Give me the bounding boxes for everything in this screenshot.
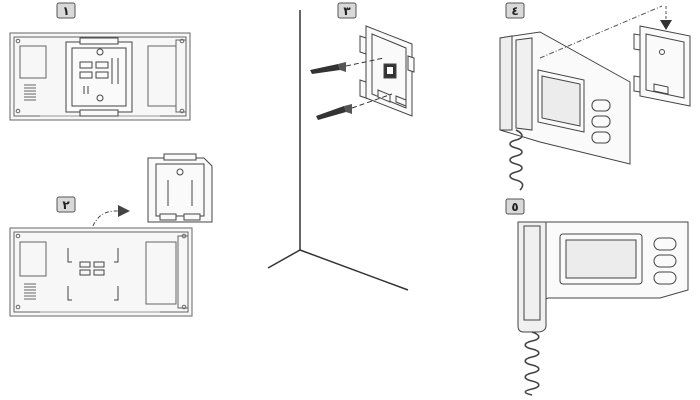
step-2-arrowhead (118, 205, 130, 217)
step-2-panel: ٢ (9, 153, 213, 317)
step-1-mounting-bracket (65, 37, 133, 117)
step-3-number: ٣ (343, 4, 351, 18)
step-4-button-3 (591, 131, 611, 144)
step-5-monitor (517, 221, 689, 333)
step-5-button-1 (653, 237, 677, 251)
step-5-badge: ٥ (505, 198, 525, 215)
step-3-wall-bracket (359, 25, 415, 117)
step-4-number: ٤ (511, 4, 518, 18)
step-2-detached-bracket (147, 153, 213, 223)
step-4-monitor (499, 31, 631, 165)
step-2-number: ٢ (62, 198, 70, 212)
step-4-handset-cord (509, 129, 524, 191)
step-1-speaker-grille (24, 84, 36, 101)
step-3-badge: ٣ (337, 2, 357, 19)
step-5-screen (565, 239, 637, 279)
step-5-handset-cord (524, 331, 540, 396)
step-4-alignment-line (539, 5, 663, 59)
step-2-speaker-grille (24, 283, 36, 300)
step-5-button-2 (653, 254, 677, 268)
step-5-panel: ٥ (505, 198, 689, 396)
step-4-button-2 (591, 115, 611, 128)
step-5-button-3 (653, 271, 677, 285)
step-1-panel: ١ (9, 2, 191, 121)
step-4-panel: ٤ (499, 2, 691, 191)
step-3-panel: ٣ (267, 2, 415, 291)
step-1-number: ١ (62, 4, 69, 18)
step-1-badge: ١ (56, 2, 76, 19)
step-3-screw-bottom (316, 93, 393, 120)
step-2-mount-hooks (67, 248, 119, 301)
step-4-button-1 (591, 99, 611, 112)
step-2-badge: ٢ (56, 196, 76, 213)
step-5-number: ٥ (511, 200, 518, 214)
step-2-backplate (9, 227, 193, 317)
step-4-badge: ٤ (505, 2, 525, 19)
step-3-wall-corner (267, 10, 409, 291)
step-3-screw-top (310, 57, 385, 74)
step-4-down-arrowhead (660, 20, 672, 30)
step-4-wall-bracket (633, 25, 691, 107)
step-2-removal-arrow (92, 210, 119, 227)
